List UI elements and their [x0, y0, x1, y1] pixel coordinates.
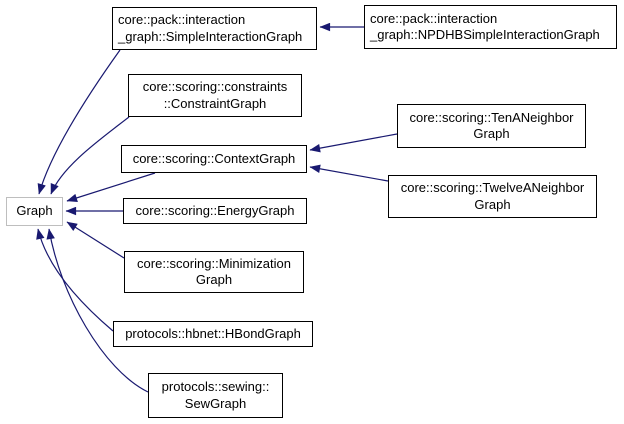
node-minimization-graph[interactable]: core::scoring::Minimization Graph	[124, 251, 304, 293]
edge-context-to-graph	[66, 172, 156, 202]
node-ten-a-neighbor-graph[interactable]: core::scoring::TenANeighbor Graph	[397, 104, 586, 148]
edge-minimization-to-graph	[66, 221, 125, 259]
node-sew-graph[interactable]: protocols::sewing:: SewGraph	[148, 373, 283, 418]
edge-twelve-a-neighbor-to-context	[309, 164, 389, 182]
edge-simple-interaction-to-graph	[37, 49, 121, 195]
node-npdhb-simple-interaction-graph[interactable]: core::pack::interaction _graph::NPDHBSim…	[364, 5, 617, 49]
edge-ten-a-neighbor-to-context	[309, 133, 398, 153]
node-energy-graph[interactable]: core::scoring::EnergyGraph	[123, 198, 307, 224]
node-twelve-a-neighbor-graph[interactable]: core::scoring::TwelveANeighbor Graph	[388, 175, 597, 218]
node-constraint-graph[interactable]: core::scoring::constraints ::ConstraintG…	[128, 74, 302, 117]
edge-sew-to-graph	[46, 228, 149, 393]
edge-hbond-to-graph	[36, 228, 114, 332]
node-graph: Graph	[6, 197, 63, 226]
node-context-graph[interactable]: core::scoring::ContextGraph	[121, 145, 307, 173]
edge-constraint-to-graph	[50, 116, 130, 195]
node-simple-interaction-graph[interactable]: core::pack::interaction _graph::SimpleIn…	[112, 7, 317, 50]
node-hbond-graph[interactable]: protocols::hbnet::HBondGraph	[113, 321, 313, 347]
